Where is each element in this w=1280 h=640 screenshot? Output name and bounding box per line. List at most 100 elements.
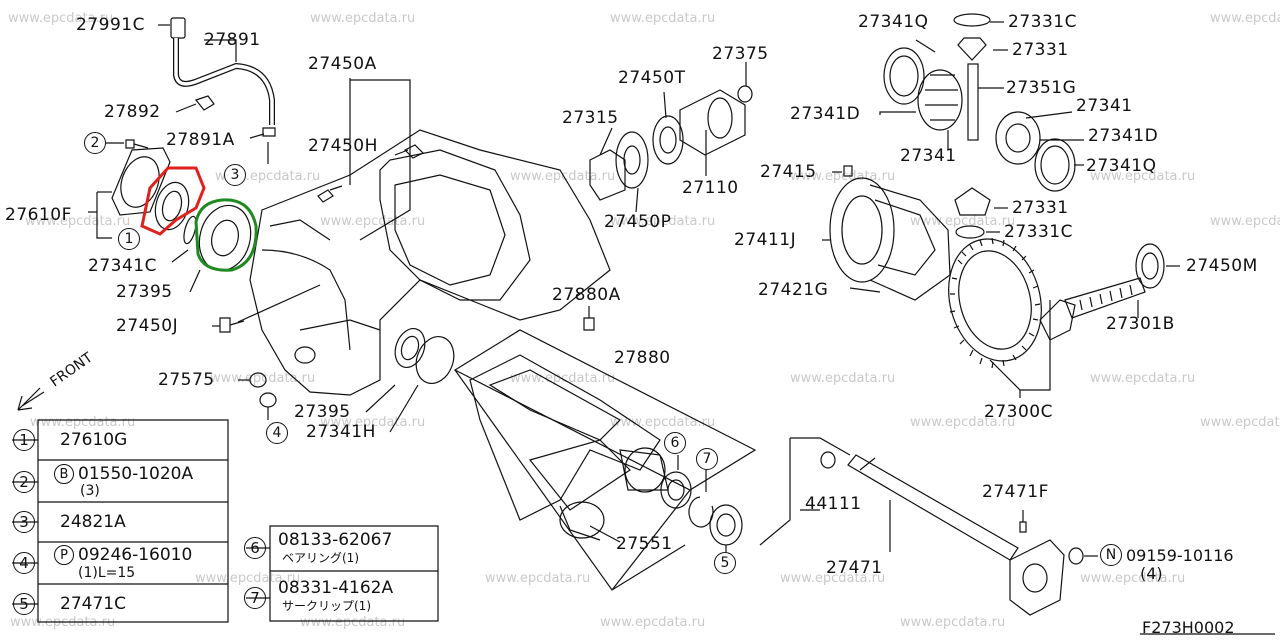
red-highlight-27341c bbox=[140, 166, 206, 236]
watermark: www.epcdata.ru bbox=[1090, 371, 1196, 386]
part-label-27341d-left[interactable]: 27341D bbox=[790, 104, 861, 124]
part-label-27891a[interactable]: 27891A bbox=[166, 130, 235, 150]
legend-badge-p: P bbox=[54, 545, 74, 565]
part-label-27331c-top[interactable]: 27331C bbox=[1008, 12, 1077, 32]
nut-badge: N bbox=[1100, 544, 1122, 566]
legend-code-7[interactable]: 08331-4162A bbox=[278, 578, 394, 598]
part-label-27421g[interactable]: 27421G bbox=[758, 280, 829, 300]
part-label-27411j[interactable]: 27411J bbox=[734, 230, 797, 250]
callout-6[interactable]: 6 bbox=[664, 432, 686, 454]
part-label-27575[interactable]: 27575 bbox=[158, 370, 215, 390]
callout-4[interactable]: 4 bbox=[266, 422, 288, 444]
watermark: www.epcdata.ru bbox=[320, 214, 426, 229]
legend-code-3[interactable]: 24821A bbox=[60, 512, 126, 532]
part-label-27610f[interactable]: 27610F bbox=[5, 205, 72, 225]
part-label-27331c-mid[interactable]: 27331C bbox=[1004, 222, 1073, 242]
watermark: www.epcdata.ru bbox=[300, 615, 406, 630]
part-label-27450a[interactable]: 27450A bbox=[308, 54, 377, 74]
part-label-27341-right[interactable]: 27341 bbox=[1076, 96, 1133, 116]
watermark: www.epcdata.ru bbox=[195, 571, 301, 586]
part-label-27891[interactable]: 27891 bbox=[204, 30, 261, 50]
watermark: www.epcdata.ru bbox=[25, 214, 131, 229]
watermark: www.epcdata.ru bbox=[610, 415, 716, 430]
part-label-27341q-right[interactable]: 27341Q bbox=[1086, 156, 1157, 176]
legend-code-6[interactable]: 08133-62067 bbox=[278, 530, 393, 550]
legend-desc-6: ベアリング(1) bbox=[282, 551, 359, 565]
part-label-27351g[interactable]: 27351G bbox=[1006, 78, 1077, 98]
callout-5[interactable]: 5 bbox=[714, 552, 736, 574]
part-label-27375[interactable]: 27375 bbox=[712, 44, 769, 64]
part-label-27450j[interactable]: 27450J bbox=[116, 316, 179, 336]
part-label-27110[interactable]: 27110 bbox=[682, 178, 739, 198]
part-label-27341h[interactable]: 27341H bbox=[306, 422, 376, 442]
part-label-27341c[interactable]: 27341C bbox=[88, 256, 157, 276]
figure-code: F273H0002 bbox=[1142, 618, 1235, 637]
part-label-27315[interactable]: 27315 bbox=[562, 108, 619, 128]
part-label-27450p[interactable]: 27450P bbox=[604, 212, 672, 232]
legend-badge-b: B bbox=[54, 464, 74, 484]
watermark: www.epcdata.ru bbox=[310, 11, 416, 26]
watermark: www.epcdata.ru bbox=[780, 571, 886, 586]
part-label-27471f[interactable]: 27471F bbox=[982, 482, 1049, 502]
callout-1[interactable]: 1 bbox=[118, 228, 140, 250]
legend-qty-2: (3) bbox=[80, 483, 100, 499]
part-label-27450t[interactable]: 27450T bbox=[618, 68, 686, 88]
watermark: www.epcdata.ru bbox=[600, 615, 706, 630]
part-label-27331-mid[interactable]: 27331 bbox=[1012, 198, 1069, 218]
watermark: www.epcdata.ru bbox=[210, 371, 316, 386]
part-label-27450m[interactable]: 27450M bbox=[1186, 256, 1258, 276]
legend-num-7: 7 bbox=[244, 587, 266, 609]
callout-2[interactable]: 2 bbox=[84, 132, 106, 154]
legend-code-2[interactable]: 01550-1020A bbox=[78, 464, 194, 484]
part-label-27395-lower[interactable]: 27395 bbox=[294, 402, 351, 422]
part-label-27880[interactable]: 27880 bbox=[614, 348, 671, 368]
part-label-27301b[interactable]: 27301B bbox=[1106, 314, 1175, 334]
legend-qty-4: (1)L=15 bbox=[78, 565, 136, 581]
part-label-27395-upper[interactable]: 27395 bbox=[116, 282, 173, 302]
watermark: www.epcdata.ru bbox=[1080, 571, 1186, 586]
part-label-27331-top[interactable]: 27331 bbox=[1012, 40, 1069, 60]
legend-code-1[interactable]: 27610G bbox=[60, 430, 128, 450]
watermark: www.epcdata.ru bbox=[485, 571, 591, 586]
part-label-27892[interactable]: 27892 bbox=[104, 102, 161, 122]
callout-3[interactable]: 3 bbox=[224, 164, 246, 186]
watermark: www.epcdata.ru bbox=[610, 11, 716, 26]
part-label-27450h[interactable]: 27450H bbox=[308, 136, 378, 156]
watermark: www.epcdata.ru bbox=[900, 615, 1006, 630]
watermark: www.epcdata.ru bbox=[1210, 214, 1280, 229]
part-label-27991c[interactable]: 27991C bbox=[76, 15, 145, 35]
watermark: www.epcdata.ru bbox=[1210, 11, 1280, 26]
watermark: www.epcdata.ru bbox=[320, 415, 426, 430]
part-label-27880a[interactable]: 27880A bbox=[552, 285, 621, 305]
legend-num-5: 5 bbox=[13, 593, 35, 615]
part-label-27471[interactable]: 27471 bbox=[826, 558, 883, 578]
watermark: www.epcdata.ru bbox=[610, 214, 716, 229]
part-label-27341d-right[interactable]: 27341D bbox=[1088, 126, 1159, 146]
legend-num-2: 2 bbox=[13, 471, 35, 493]
legend-num-3: 3 bbox=[13, 511, 35, 533]
legend-num-1: 1 bbox=[13, 429, 35, 451]
watermark: www.epcdata.ru bbox=[910, 415, 1016, 430]
part-label-27300c[interactable]: 27300C bbox=[984, 402, 1053, 422]
legend-num-6: 6 bbox=[244, 537, 266, 559]
part-label-27341-mid[interactable]: 27341 bbox=[900, 146, 957, 166]
watermark: www.epcdata.ru bbox=[1200, 415, 1280, 430]
nut-part-code[interactable]: 09159-10116 bbox=[1126, 546, 1234, 565]
part-label-27551[interactable]: 27551 bbox=[616, 534, 673, 554]
part-label-27341q-top[interactable]: 27341Q bbox=[858, 12, 929, 32]
watermark: www.epcdata.ru bbox=[1090, 169, 1196, 184]
watermark: www.epcdata.ru bbox=[510, 169, 616, 184]
part-label-27415[interactable]: 27415 bbox=[760, 162, 817, 182]
watermark: www.epcdata.ru bbox=[30, 415, 136, 430]
watermark: www.epcdata.ru bbox=[790, 371, 896, 386]
legend-desc-7: サークリップ(1) bbox=[282, 599, 371, 613]
legend-code-4[interactable]: 09246-16010 bbox=[78, 545, 193, 565]
part-label-44111[interactable]: 44111 bbox=[805, 494, 862, 514]
green-highlight-27395 bbox=[194, 198, 258, 272]
callout-7[interactable]: 7 bbox=[696, 448, 718, 470]
watermark: www.epcdata.ru bbox=[8, 11, 114, 26]
legend-code-5[interactable]: 27471C bbox=[60, 594, 126, 614]
